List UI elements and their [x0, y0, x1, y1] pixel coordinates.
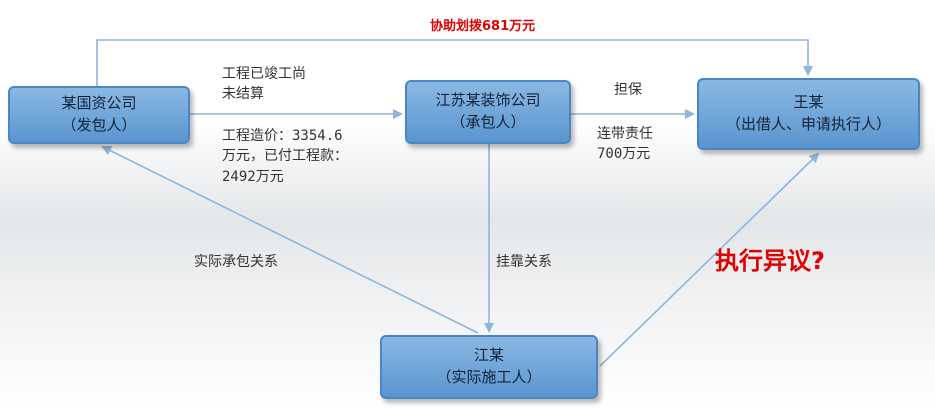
node-jiang-role: （实际施工人）	[436, 368, 542, 386]
label-actual-contract: 实际承包关系	[194, 254, 278, 270]
label-project-status: 工程已竣工尚 未结算	[222, 64, 306, 105]
label-affiliation: 挂靠关系	[496, 254, 552, 270]
node-jiang-name: 江某	[473, 346, 504, 365]
arrow-transfer-employer-to-wang	[96, 39, 813, 86]
node-jiang: 江某 （实际施工人）	[380, 335, 598, 399]
label-joint-liability-line2: 700万元	[597, 146, 651, 163]
label-guarantee: 担保	[614, 82, 642, 98]
node-wang: 王某 （出借人、申请执行人）	[697, 78, 920, 150]
label-project-status-line2: 未结算	[222, 86, 264, 103]
node-contractor: 江苏某装饰公司 （承包人）	[405, 80, 571, 144]
label-top-transfer: 协助划拨681万元	[430, 19, 536, 34]
label-execution-objection: 执行异议?	[715, 247, 825, 275]
node-employer: 某国资公司 （发包人）	[8, 86, 190, 144]
label-project-cost-line2: 万元，已付工程款：	[222, 148, 348, 165]
node-employer-name: 某国资公司	[61, 94, 137, 113]
label-joint-liability-line1: 连带责任	[597, 126, 653, 142]
label-project-status-line1: 工程已竣工尚	[222, 66, 306, 82]
label-project-cost-line1: 工程造价：3354.6	[222, 128, 343, 144]
node-wang-name: 王某	[793, 93, 824, 112]
label-project-cost: 工程造价：3354.6 万元，已付工程款： 2492万元	[222, 126, 348, 187]
node-wang-role: （出借人、申请执行人）	[725, 115, 891, 133]
arrow-jiang-to-wang	[599, 152, 820, 367]
node-contractor-role: （承包人）	[450, 113, 526, 131]
label-project-cost-line3: 2492万元	[222, 168, 284, 185]
arrow-jiang-to-employer	[101, 146, 479, 334]
node-employer-role: （发包人）	[61, 116, 137, 134]
node-contractor-name: 江苏某装饰公司	[435, 91, 541, 110]
label-joint-liability: 连带责任 700万元	[597, 124, 653, 165]
